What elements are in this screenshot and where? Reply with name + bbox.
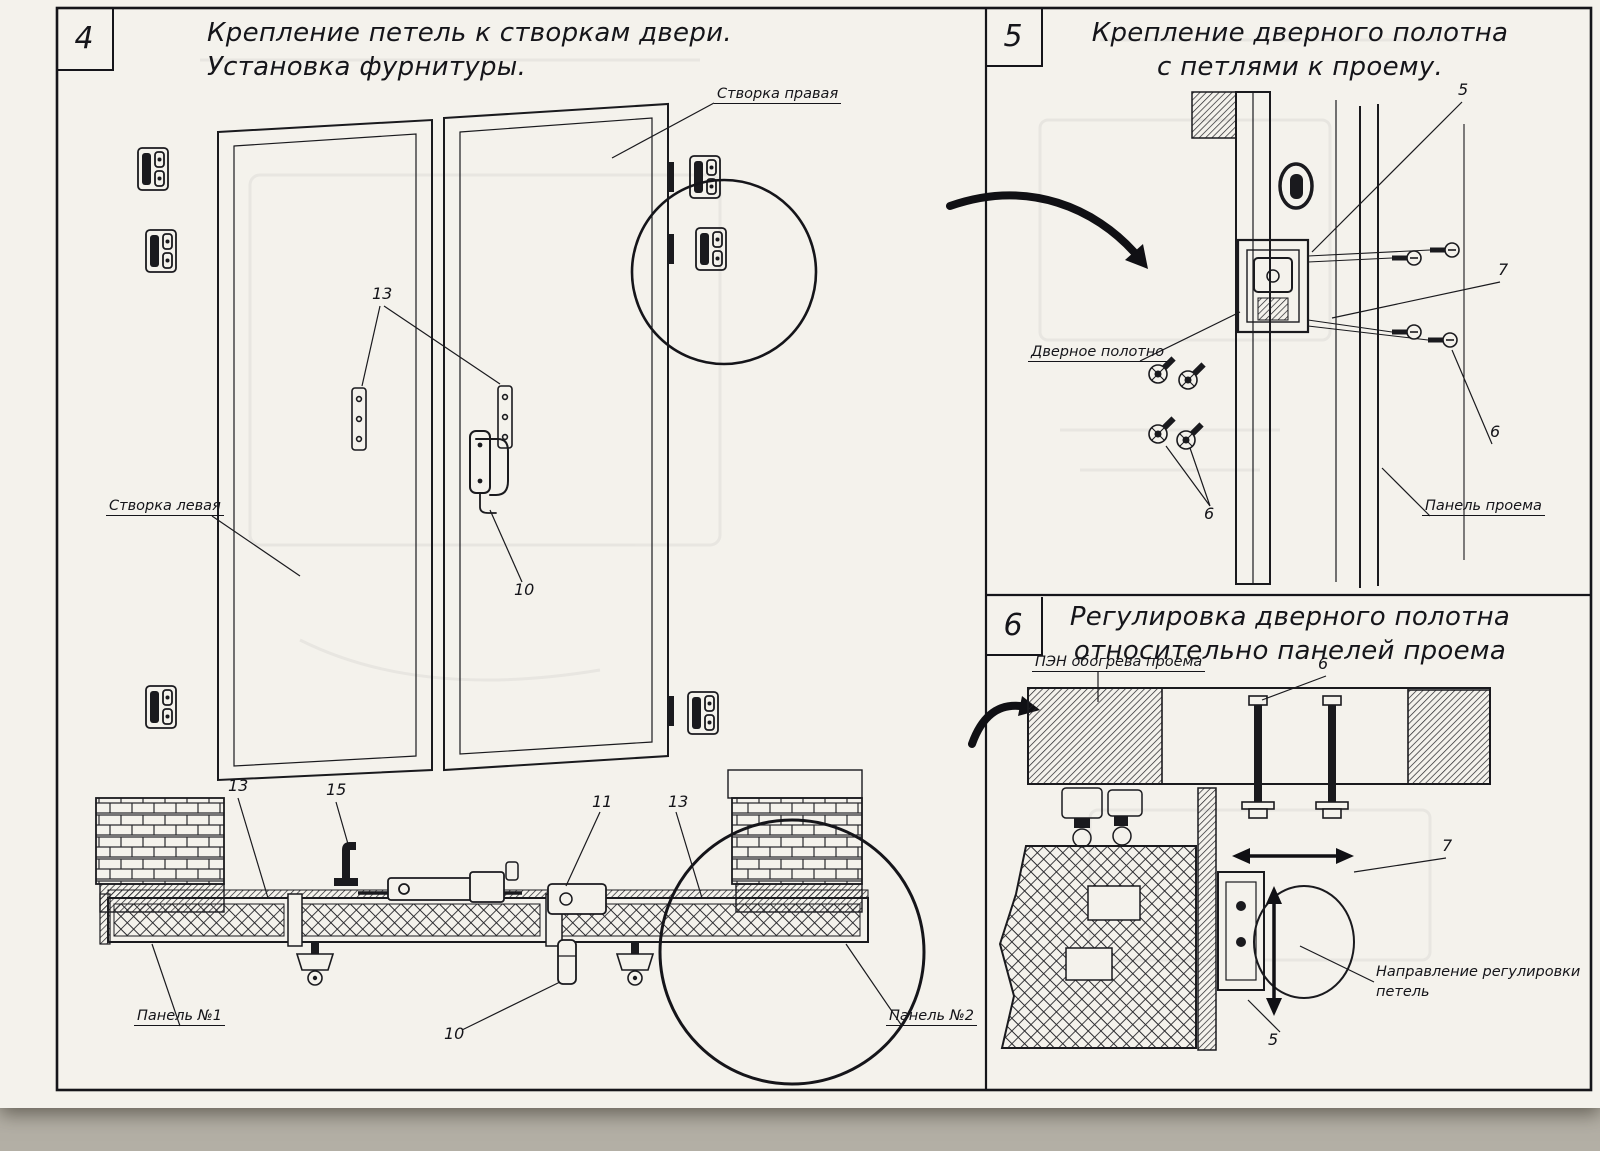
callout-13-hinge-plates: 13 bbox=[372, 284, 393, 303]
panel6-title-line2: относительно панелей проема bbox=[1073, 636, 1507, 666]
panel5-screws bbox=[1144, 242, 1460, 454]
label-left-leaf: Створка левая bbox=[106, 498, 224, 516]
panel6-title-line1: Регулировка дверного полотна bbox=[1069, 602, 1511, 632]
label-adjust-direction-line1: Направление регулировки bbox=[1376, 964, 1581, 980]
label-heater: ПЭН обогрева проема bbox=[1032, 654, 1206, 672]
panel6-leaders bbox=[1097, 672, 1447, 1033]
detail-circle-bottom bbox=[658, 818, 926, 1086]
panel6-section bbox=[998, 687, 1491, 1051]
callout-6-bolt: 6 bbox=[1318, 654, 1329, 673]
callout-5-bracket: 5 bbox=[1268, 1030, 1279, 1049]
panel5-leaders bbox=[1139, 101, 1501, 517]
callout-11-lock: 11 bbox=[592, 792, 613, 811]
callout-13-section-left: 13 bbox=[228, 776, 249, 795]
callout-6-screws-right: 6 bbox=[1490, 422, 1501, 441]
callout-6-screws-left: 6 bbox=[1204, 504, 1215, 523]
label-adjust-direction-line2: петель bbox=[1376, 984, 1430, 1000]
panel4-number: 4 bbox=[74, 20, 94, 56]
callout-10-handle: 10 bbox=[514, 580, 535, 599]
panel4-title-line1: Крепление петель к створкам двери. bbox=[207, 18, 732, 48]
label-opening-panel: Панель проема bbox=[1422, 498, 1545, 516]
panel6-number: 6 bbox=[1003, 607, 1023, 643]
panel5-number: 5 bbox=[1003, 18, 1023, 54]
panel4-cross-section bbox=[95, 769, 869, 986]
callout-7-adjust: 7 bbox=[1442, 836, 1453, 855]
callout-7-hinge-part: 7 bbox=[1498, 260, 1509, 279]
callout-15-bracket: 15 bbox=[326, 780, 347, 799]
label-door-leaf: Дверное полотно bbox=[1028, 344, 1168, 362]
door-handle bbox=[469, 430, 509, 514]
panel6-title: Регулировка дверного полотна относительн… bbox=[1055, 600, 1525, 668]
panel4-bottom-leaders bbox=[151, 797, 903, 1031]
panel6-bolts bbox=[1241, 695, 1349, 819]
panel5-title: Крепление дверного полотна с петлями к п… bbox=[1070, 16, 1530, 84]
panel4-doors-elevation bbox=[217, 102, 674, 782]
label-panel-2: Панель №2 bbox=[886, 1008, 977, 1026]
panel5-title-line2: с петлями к проему. bbox=[1156, 52, 1444, 82]
callout-13-section-right: 13 bbox=[668, 792, 689, 811]
adjustment-arrows bbox=[1232, 848, 1354, 1016]
panel5-title-line1: Крепление дверного полотна bbox=[1091, 18, 1509, 48]
label-right-leaf: Створка правая bbox=[714, 86, 842, 104]
detail-circle-top bbox=[630, 178, 818, 366]
label-panel-1: Панель №1 bbox=[134, 1008, 225, 1026]
callout-10-section: 10 bbox=[444, 1024, 465, 1043]
panel5-detail bbox=[1191, 91, 1465, 588]
sheet-frame bbox=[55, 6, 1593, 1092]
panel4-title-line2: Установка фурнитуры. bbox=[207, 52, 527, 82]
panel4-leader-lines bbox=[211, 102, 715, 583]
callout-5-hinge: 5 bbox=[1458, 80, 1469, 99]
